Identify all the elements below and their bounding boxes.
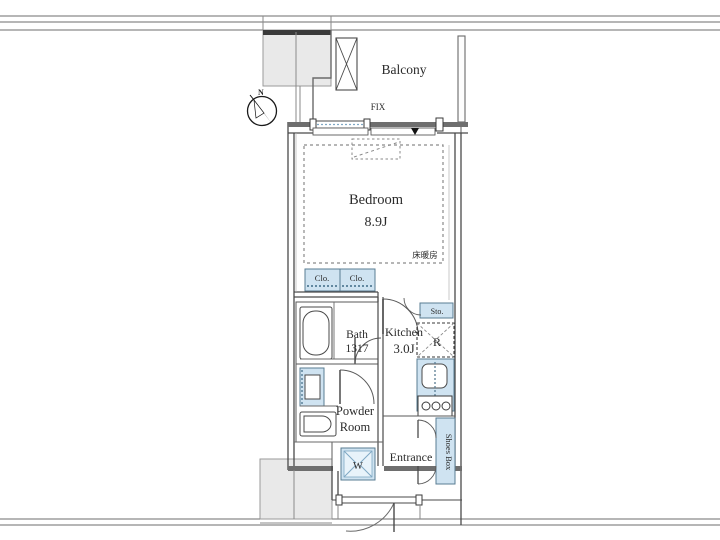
closet-label-left: Clo. [315,273,329,283]
powder-room-area: Powder Room [295,363,379,443]
room-label-kitchen: Kitchen [385,325,423,339]
unit-walls [287,122,468,525]
shoes-box-label: Shoes Box [444,434,454,471]
building-outer-lines [0,15,720,526]
shoe-cabinet-icon [435,417,456,485]
bedroom-area: Bedroom 8.9J 床暖房 [303,138,444,264]
compass-icon: N [246,88,278,127]
storage-label: Sto. [431,307,444,316]
entrance-area: Entrance Shoes Box [335,417,456,532]
kitchen-area: Kitchen 3.0J Sto. R [377,297,455,466]
room-label-powder: Powder [336,404,375,418]
closet-label-right: Clo. [350,273,364,283]
balcony-area: Balcony [295,30,466,133]
washing-machine-icon: W [340,447,376,481]
door-direction-marker [411,128,419,135]
refrigerator-label: R [433,335,441,349]
closet-group: Clo. Clo. [294,268,378,298]
window-assembly: FIX [309,102,444,136]
room-label-bath: Bath [346,329,368,341]
room-area-kitchen: 3.0J [393,341,414,356]
floor-heating-label: 床暖房 [412,250,438,260]
fix-window-label: FIX [371,102,386,112]
room-area-powder: Room [340,420,371,434]
room-label-bedroom: Bedroom [349,192,404,208]
plan-guide-lines [294,133,450,466]
room-area-bedroom: 8.9J [365,215,389,230]
floor-heating-zone [303,144,444,264]
room-label-balcony: Balcony [382,62,427,77]
ac-unit-icon [351,138,401,160]
refrigerator-icon [416,322,455,358]
washer-label: W [353,461,363,472]
gas-stove-icon [417,395,453,417]
storage-cabinet-icon [419,302,454,319]
bathroom-area: Bath 1317 [295,301,382,365]
compass-north-label: N [258,88,264,97]
room-area-bath: 1317 [346,343,369,355]
room-label-entrance: Entrance [390,450,433,464]
